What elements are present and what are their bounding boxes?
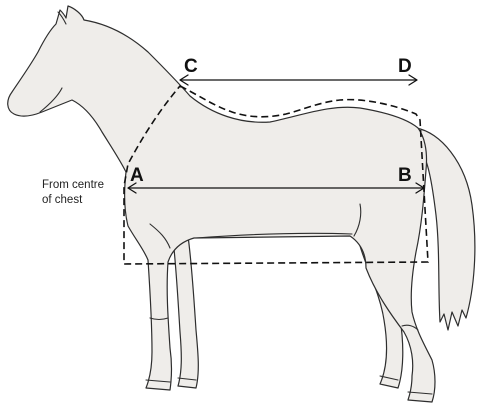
horse-belly-line [195, 232, 353, 239]
horse-ear-line [57, 11, 67, 25]
horse-stifle-line [353, 203, 362, 237]
horse-hind-hoof-line [407, 391, 433, 395]
note-from-centre-of-chest-line1: From centre [42, 179, 104, 191]
horse-far-foreleg [171, 229, 199, 389]
horse-elbow-line [149, 223, 171, 249]
label-point-c: C [184, 56, 198, 77]
horse-hock-line [401, 324, 419, 331]
arrowhead-a [127, 182, 137, 194]
rug-outline-dashed [123, 85, 429, 265]
horse-body [7, 5, 436, 403]
horse-tail [415, 127, 476, 331]
label-point-a: A [130, 165, 144, 186]
label-point-b: B [398, 165, 412, 186]
arrowhead-d [408, 74, 418, 86]
arrowhead-c [179, 74, 189, 86]
note-from-centre-of-chest-line2: of chest [42, 194, 83, 206]
horse-front-knee-line [149, 317, 169, 321]
label-point-d: D [398, 56, 412, 77]
horse-far-hind-hoof-line [379, 375, 399, 381]
horse-far-front-hoof-line [177, 377, 197, 381]
horse-front-hoof-line [145, 379, 171, 383]
horse-jaw-line [39, 87, 63, 113]
arrowhead-b [415, 182, 425, 194]
